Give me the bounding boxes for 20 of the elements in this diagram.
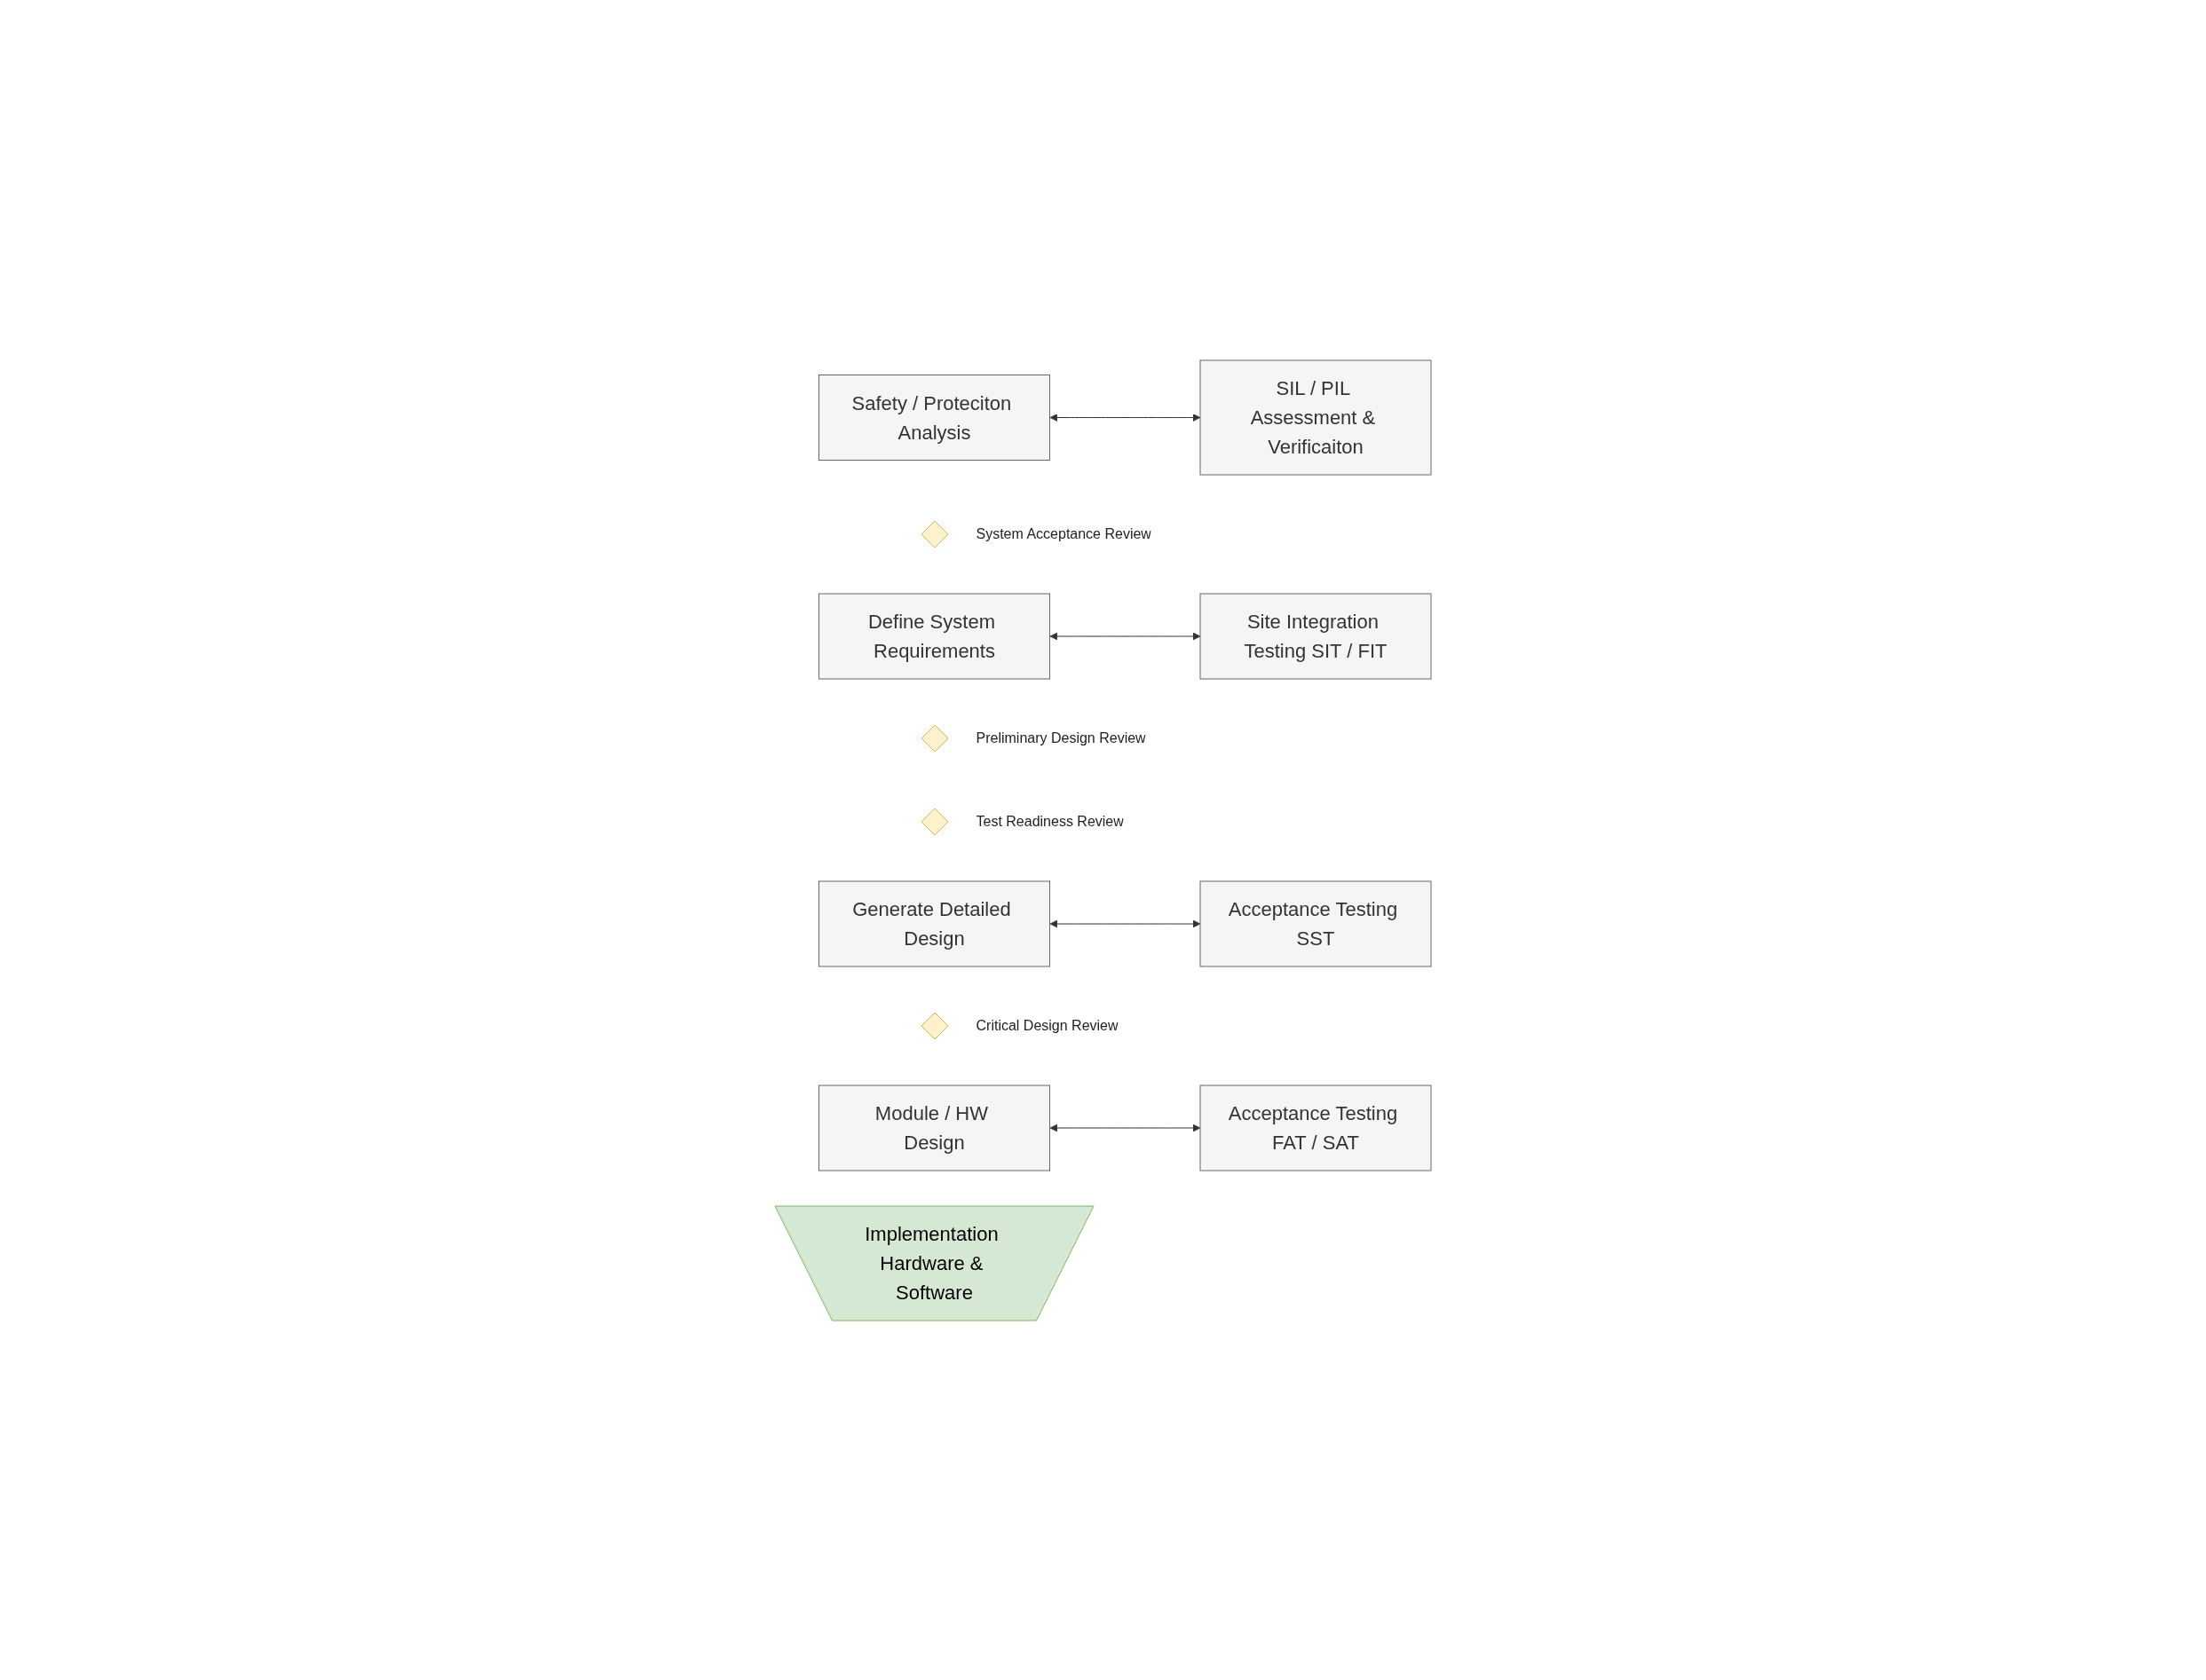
node-box: Site Integration Testing SIT / FIT [1199, 593, 1432, 679]
node-label: System Acceptance Review [976, 525, 1151, 541]
node-diamond [921, 724, 949, 752]
node-diamond [921, 1012, 949, 1039]
node-box: SIL / PIL Assessment & Verificaiton [1199, 359, 1432, 475]
node-box: Acceptance Testing SST [1199, 880, 1432, 966]
arrow [1049, 1124, 1201, 1132]
node-box: Module / HW Design [818, 1085, 1050, 1171]
node-diamond [921, 520, 949, 548]
node-box: Acceptance Testing FAT / SAT [1199, 1085, 1432, 1171]
node-diamond [921, 808, 949, 835]
arrow [1049, 413, 1201, 422]
node-label: Critical Design Review [976, 1017, 1119, 1033]
node-box: Define System Requirements [818, 593, 1050, 679]
arrow [1049, 632, 1201, 640]
node-box: Generate Detailed Design [818, 880, 1050, 966]
node-label: Preliminary Design Review [976, 730, 1146, 745]
arrow [1049, 919, 1201, 927]
node-box: Safety / Proteciton Analysis [818, 374, 1050, 461]
node-label: Test Readiness Review [976, 813, 1124, 829]
